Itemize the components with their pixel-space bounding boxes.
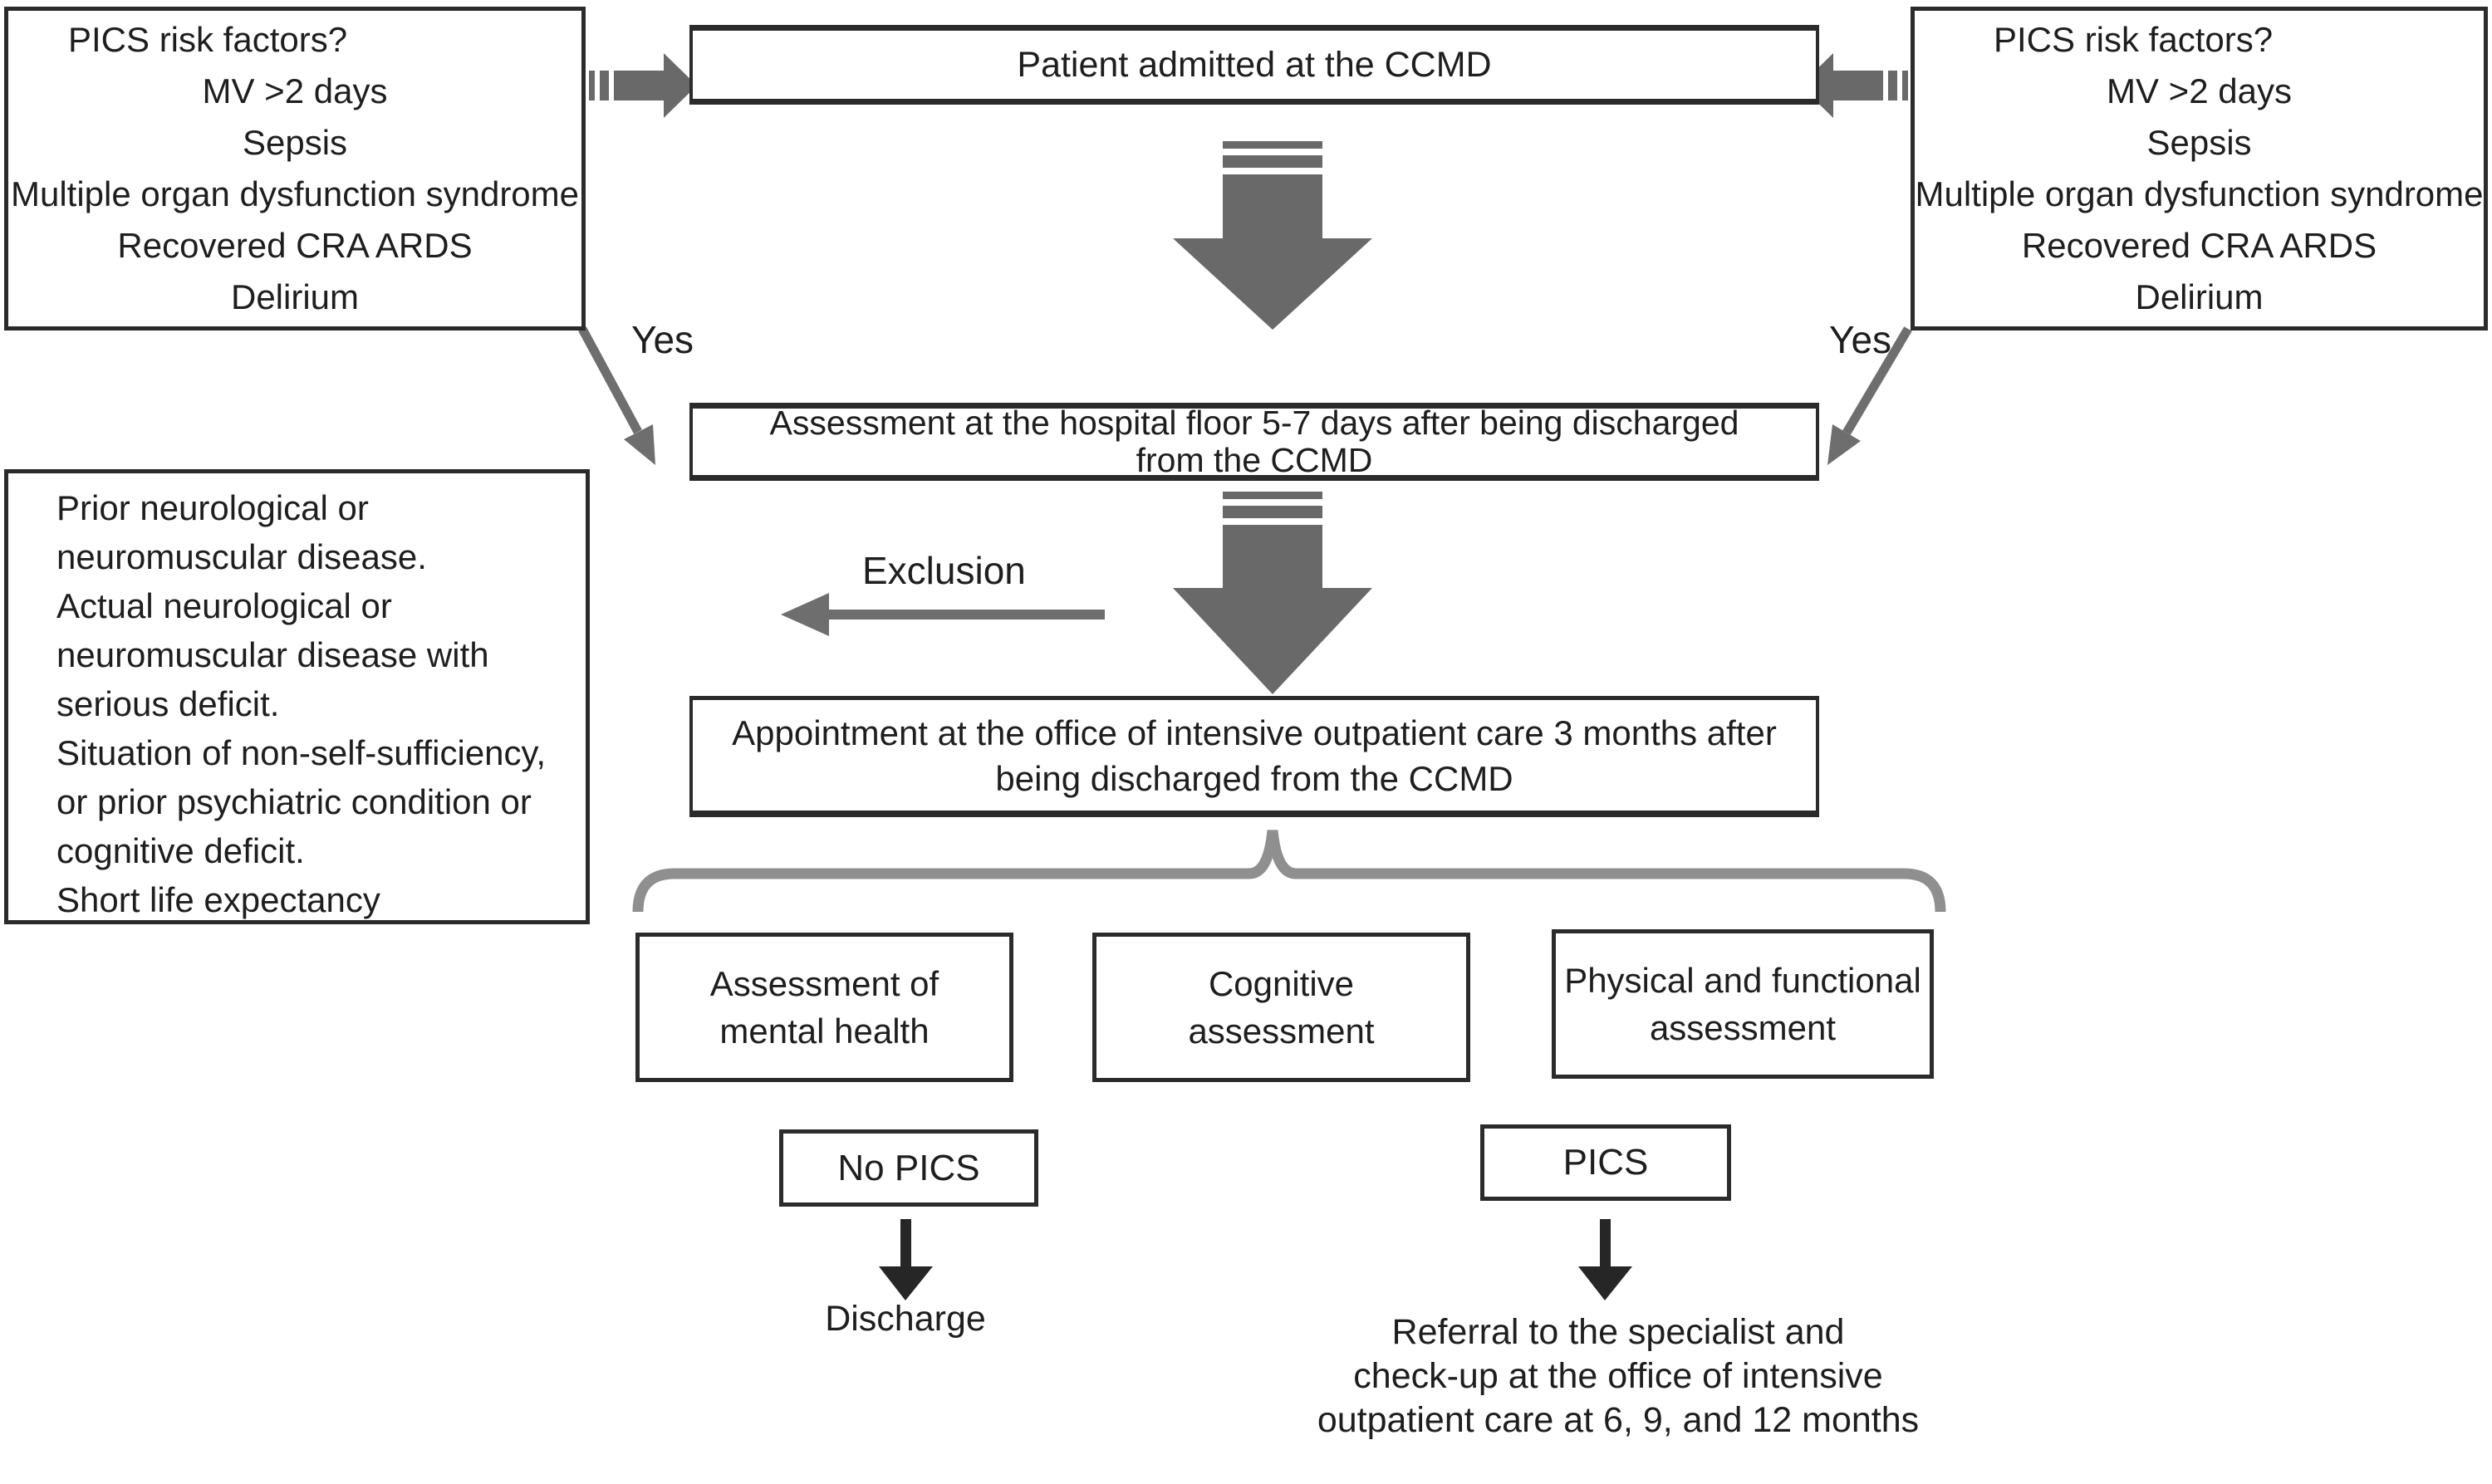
brace-icon xyxy=(632,830,1946,913)
mental-health-box: Assessment of mental health xyxy=(635,933,1013,1082)
risk-item: Recovered CRA ARDS xyxy=(2021,226,2377,265)
exclusion-criteria-line: Situation of non-self-sufficiency, xyxy=(56,733,547,772)
risk-item: MV >2 days xyxy=(2107,71,2292,110)
risk-item: Delirium xyxy=(2135,277,2264,316)
exclusion-label: Exclusion xyxy=(862,549,1026,592)
risk-item: Multiple organ dysfunction syndrome xyxy=(1915,174,2484,213)
discharge-label: Discharge xyxy=(825,1299,986,1339)
exclusion-criteria-line: or prior psychiatric condition or xyxy=(56,782,532,821)
block-arrow-right-icon xyxy=(589,53,697,118)
risk-item: MV >2 days xyxy=(202,71,388,110)
referral-text: Referral to the specialist and check-up … xyxy=(1294,1310,1942,1442)
exclusion-arrow-icon xyxy=(781,593,1105,636)
referral-line: Referral to the specialist and xyxy=(1391,1312,1845,1352)
exclusion-criteria-box: Prior neurological or neuromuscular dise… xyxy=(4,469,590,924)
exclusion-criteria-line: neuromuscular disease with xyxy=(56,635,489,674)
appointment-line: being discharged from the CCMD xyxy=(995,758,1513,798)
exclusion-criteria-line: Short life expectancy xyxy=(56,880,380,919)
diagonal-arrow-right-icon xyxy=(1827,326,1912,465)
risk-item: Sepsis xyxy=(242,123,348,162)
yes-label-left: Yes xyxy=(631,318,694,361)
referral-line: check-up at the office of intensive xyxy=(1353,1356,1883,1396)
no-pics-box: No PICS xyxy=(779,1129,1038,1207)
risk-factors-title: PICS risk factors? xyxy=(68,20,348,59)
cognitive-assessment-line: Cognitive xyxy=(1208,964,1355,1003)
risk-item: Delirium xyxy=(230,277,359,316)
down-arrow-icon xyxy=(1578,1219,1632,1300)
big-down-arrow-icon xyxy=(1173,492,1372,694)
floor-assessment-box: Assessment at the hospital floor 5-7 day… xyxy=(689,403,1819,481)
down-arrow-icon xyxy=(879,1219,933,1300)
floor-assessment-line: from the CCMD xyxy=(1136,441,1373,479)
patient-admitted-text: Patient admitted at the CCMD xyxy=(1017,44,1492,85)
referral-line: outpatient care at 6, 9, and 12 months xyxy=(1317,1400,1920,1440)
no-pics-text: No PICS xyxy=(837,1147,980,1188)
risk-factors-title: PICS risk factors? xyxy=(1994,20,2274,59)
diagonal-arrow-left-icon xyxy=(578,326,655,465)
exclusion-criteria-line: Actual neurological or xyxy=(56,586,392,625)
cognitive-assessment-line: assessment xyxy=(1188,1011,1375,1051)
physical-functional-line: Physical and functional xyxy=(1564,961,1921,1000)
floor-assessment-line: Assessment at the hospital floor 5-7 day… xyxy=(769,404,1739,442)
patient-admitted-box: Patient admitted at the CCMD xyxy=(689,25,1819,105)
physical-functional-line: assessment xyxy=(1649,1008,1837,1047)
exclusion-criteria-line: serious deficit. xyxy=(56,684,280,723)
pics-text: PICS xyxy=(1562,1142,1649,1183)
mental-health-line: Assessment of xyxy=(709,964,939,1003)
risk-item: Recovered CRA ARDS xyxy=(117,226,473,265)
exclusion-criteria-line: Prior neurological or xyxy=(56,488,369,527)
appointment-line: Appointment at the office of intensive o… xyxy=(732,713,1777,752)
exclusion-criteria-line: neuromuscular disease. xyxy=(56,537,427,576)
mental-health-line: mental health xyxy=(719,1011,930,1051)
cognitive-assessment-box: Cognitive assessment xyxy=(1092,933,1470,1082)
exclusion-criteria-line: cognitive deficit. xyxy=(56,831,305,870)
big-down-arrow-icon xyxy=(1173,141,1372,330)
yes-label-right: Yes xyxy=(1829,318,1892,361)
risk-factors-left-box: PICS risk factors? MV >2 days Sepsis Mul… xyxy=(4,7,586,331)
physical-functional-box: Physical and functional assessment xyxy=(1552,929,1934,1079)
risk-factors-right-box: PICS risk factors? MV >2 days Sepsis Mul… xyxy=(1911,7,2488,331)
pics-box: PICS xyxy=(1480,1124,1731,1201)
risk-item: Sepsis xyxy=(2146,123,2252,162)
risk-item: Multiple organ dysfunction syndrome xyxy=(10,174,580,213)
appointment-box: Appointment at the office of intensive o… xyxy=(689,696,1819,817)
